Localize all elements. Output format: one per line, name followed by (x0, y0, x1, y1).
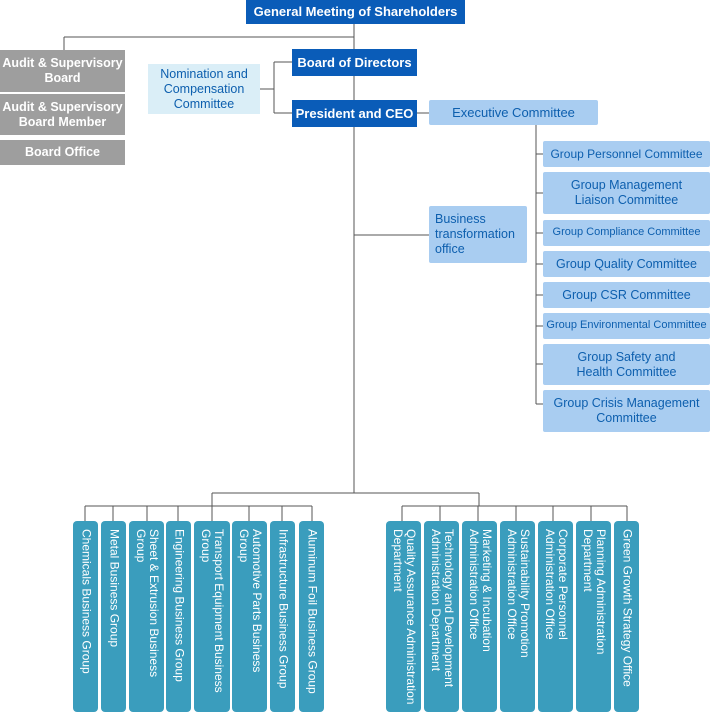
business-group-chemicals: Chemicals Business Group (73, 521, 98, 712)
business-group-label: Sheet & Extrusion Business Group (133, 529, 161, 678)
admin-department-label: Quality Assurance Administration Departm… (390, 529, 418, 705)
admin-department-label: Corporate Personnel Administration Offic… (542, 529, 570, 640)
business-group-label: Metal Business Group (107, 529, 121, 648)
admin-department-label: Sustainability Promotion Administration … (504, 529, 532, 658)
admin-green-growth-strategy: Green Growth Strategy Office (614, 521, 639, 712)
business-group-aluminum-foil: Aluminum Foil Business Group (299, 521, 324, 712)
board-office-box: Board Office (0, 140, 125, 165)
business-group-metal: Metal Business Group (101, 521, 126, 712)
business-transformation-box: Business transformation office (429, 206, 527, 263)
admin-planning: Planning Administration Department (576, 521, 611, 712)
general-meeting-label: General Meeting of Shareholders (253, 4, 458, 20)
business-group-sheet-extrusion: Sheet & Extrusion Business Group (129, 521, 164, 712)
admin-technology-development: Technology and Development Administratio… (424, 521, 459, 712)
committee-crisis-management: Group Crisis Management Committee (543, 390, 710, 432)
audit-member-label: Audit & Supervisory Board Member (2, 99, 123, 129)
business-group-transport-equipment: Transport Equipment Business Group (194, 521, 230, 712)
business-group-label: Automotive Parts Business Group (236, 529, 264, 673)
president-ceo-label: President and CEO (295, 105, 414, 121)
committee-label: Group Management Liaison Committee (570, 178, 683, 207)
business-group-label: Chemicals Business Group (79, 529, 93, 674)
admin-marketing-incubation: Marketing & Incubation Administration Of… (462, 521, 497, 712)
admin-quality-assurance: Quality Assurance Administration Departm… (386, 521, 421, 712)
nomination-committee-box: Nomination and Compensation Committee (148, 64, 260, 114)
committee-compliance: Group Compliance Committee (543, 220, 710, 246)
committee-personnel: Group Personnel Committee (543, 141, 710, 167)
admin-department-label: Technology and Development Administratio… (428, 529, 456, 688)
executive-committee-box: Executive Committee (429, 100, 598, 125)
business-transformation-label: Business transformation office (435, 212, 515, 256)
committee-safety-health: Group Safety and Health Committee (543, 344, 710, 385)
admin-corporate-personnel: Corporate Personnel Administration Offic… (538, 521, 573, 712)
board-of-directors-label: Board of Directors (297, 54, 412, 70)
committee-label: Group Personnel Committee (550, 146, 703, 161)
admin-department-label: Marketing & Incubation Administration Of… (466, 529, 494, 652)
committee-environmental: Group Environmental Committee (543, 313, 710, 339)
nomination-committee-label: Nomination and Compensation Committee (160, 66, 248, 111)
committee-quality: Group Quality Committee (543, 251, 710, 277)
business-group-engineering: Engineering Business Group (166, 521, 191, 712)
executive-committee-label: Executive Committee (452, 104, 575, 120)
audit-board-box: Audit & Supervisory Board (0, 50, 125, 92)
business-group-label: Engineering Business Group (172, 529, 186, 682)
committee-label: Group Crisis Management Committee (553, 396, 700, 425)
business-group-infrastructure: Infrastructure Business Group (270, 521, 295, 712)
admin-department-label: Planning Administration Department (580, 529, 608, 655)
admin-sustainability-promotion: Sustainability Promotion Administration … (500, 521, 535, 712)
business-group-label: Transport Equipment Business Group (199, 529, 226, 693)
committee-management-liaison: Group Management Liaison Committee (543, 172, 710, 214)
board-of-directors-box: Board of Directors (292, 49, 417, 76)
committee-label: Group Quality Committee (555, 256, 698, 271)
committee-label: Group Environmental Committee (546, 319, 707, 332)
board-office-label: Board Office (24, 145, 100, 159)
business-group-label: Infrastructure Business Group (276, 529, 290, 689)
admin-department-label: Green Growth Strategy Office (620, 529, 634, 687)
committee-csr: Group CSR Committee (543, 282, 710, 308)
general-meeting-box: General Meeting of Shareholders (246, 0, 465, 24)
committee-label: Group Compliance Committee (552, 226, 701, 239)
committee-label: Group Safety and Health Committee (576, 349, 677, 379)
committee-label: Group CSR Committee (562, 287, 691, 302)
audit-member-box: Audit & Supervisory Board Member (0, 94, 125, 135)
president-ceo-box: President and CEO (292, 100, 417, 127)
audit-board-label: Audit & Supervisory Board (2, 56, 123, 85)
business-group-label: Aluminum Foil Business Group (305, 529, 319, 694)
business-group-automotive-parts: Automotive Parts Business Group (232, 521, 267, 712)
